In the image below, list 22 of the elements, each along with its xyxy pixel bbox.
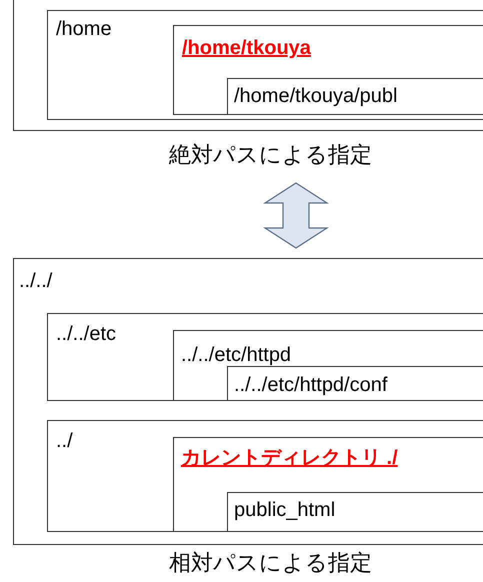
path-label: ../../etc/httpd bbox=[181, 343, 292, 367]
path-label: /home/tkouya bbox=[182, 36, 311, 60]
folder-frame bbox=[173, 437, 483, 532]
folder-frame bbox=[227, 492, 483, 532]
folder-frame bbox=[47, 420, 483, 532]
folder-frame bbox=[173, 330, 483, 401]
folder-frame bbox=[227, 366, 483, 401]
path-label: カレントディレクトリ ./ bbox=[181, 446, 398, 470]
double-arrow bbox=[262, 182, 330, 249]
folder-frame bbox=[173, 25, 483, 115]
path-label: ../ bbox=[56, 429, 73, 453]
path-label: public_html bbox=[234, 498, 336, 522]
folder-frame bbox=[47, 313, 483, 401]
node-label: 絶対パスによる指定 bbox=[169, 141, 372, 169]
folder-frame bbox=[227, 78, 483, 115]
path-label: ../../etc bbox=[56, 322, 116, 346]
path-label: ../../ bbox=[19, 269, 52, 293]
path-label: ../../etc/httpd/conf bbox=[234, 373, 388, 397]
path-label: /home/tkouya/publ bbox=[234, 84, 398, 108]
folder-frame bbox=[47, 10, 483, 120]
path-label: /home bbox=[56, 17, 112, 41]
node-label: 相対パスによる指定 bbox=[169, 549, 372, 577]
